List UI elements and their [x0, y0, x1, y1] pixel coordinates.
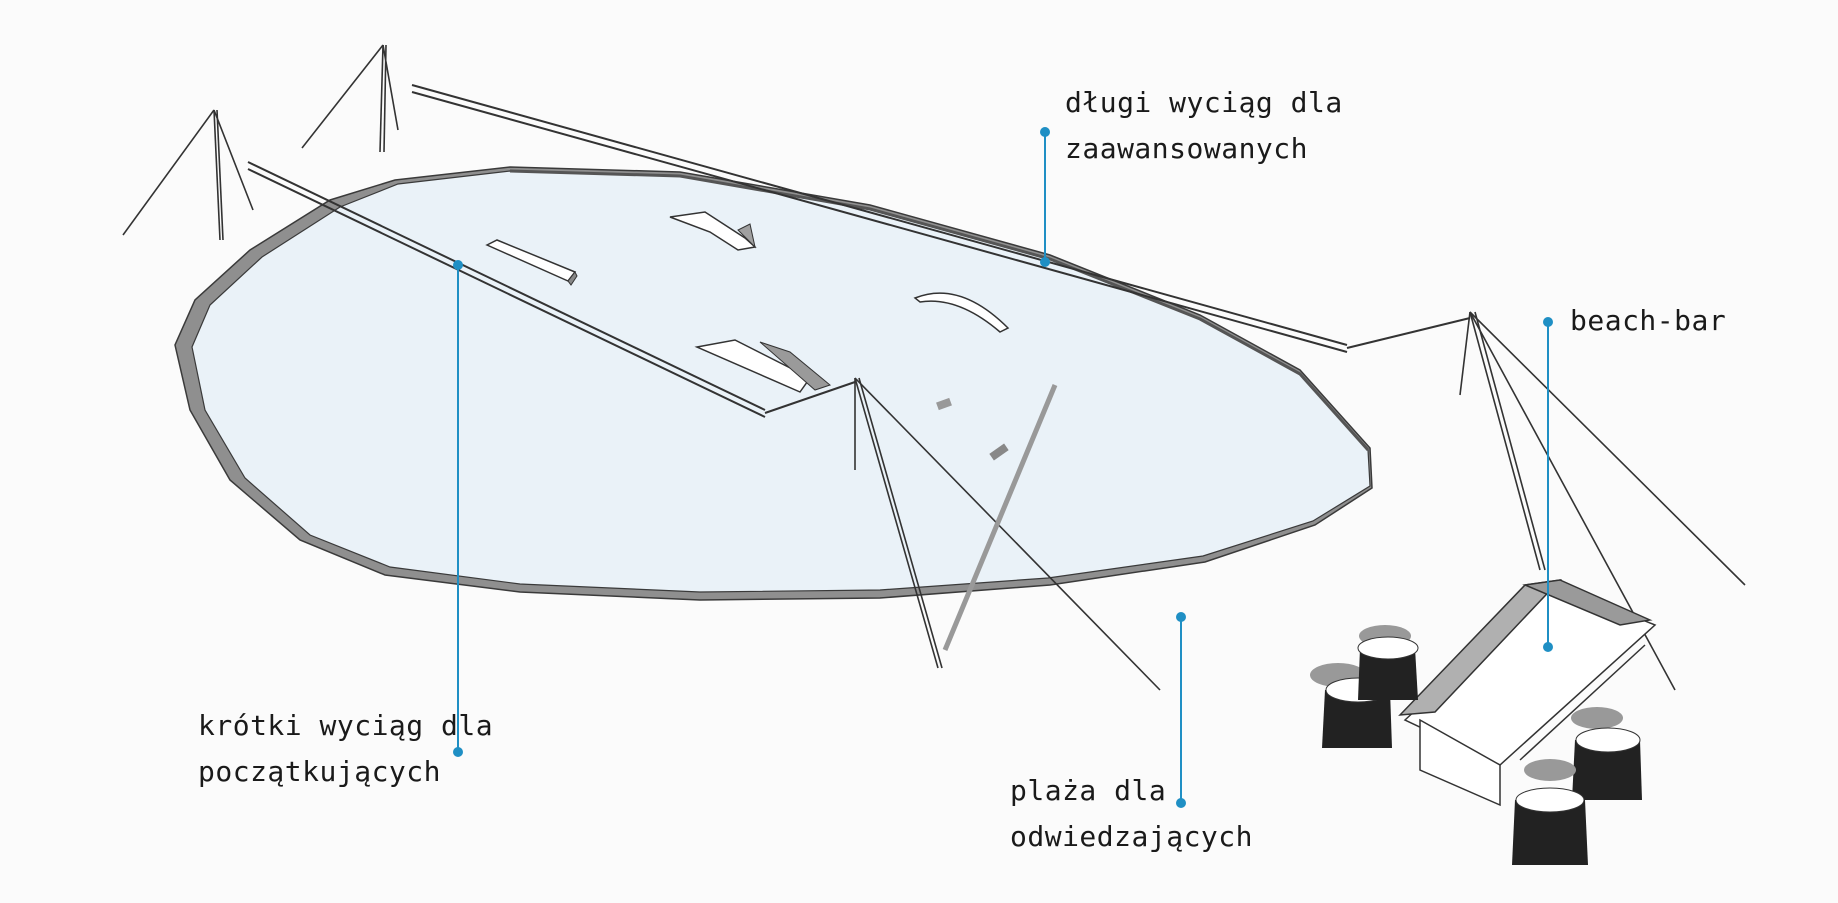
label-visitor-beach: plaża dla odwiedzających	[1010, 768, 1253, 860]
short-lift-cable	[247, 161, 856, 418]
mast-1	[301, 44, 399, 153]
obstacle-rail-1	[485, 239, 578, 286]
label-long-lift-line2: zaawansowanych	[1065, 132, 1309, 165]
obstacle-kicker-1	[669, 211, 757, 251]
umbrella-table-4	[1512, 759, 1588, 865]
label-beach-bar-line1: beach-bar	[1570, 304, 1727, 337]
obstacle-small-2	[989, 443, 1009, 461]
label-visitor-beach-line2: odwiedzających	[1010, 820, 1254, 853]
label-short-lift-line2: początkujących	[198, 755, 442, 788]
label-short-lift-line1: krótki wyciąg dla	[198, 709, 494, 742]
label-beach-bar: beach-bar	[1570, 298, 1726, 344]
label-short-lift: krótki wyciąg dla początkujących	[198, 703, 493, 795]
obstacle-ramp-2	[694, 339, 832, 393]
umbrella-table-3	[1571, 707, 1642, 800]
mast-3	[854, 377, 1161, 691]
leader-short-lift	[453, 260, 463, 757]
lake-rim	[509, 169, 1370, 452]
leader-beach-bar	[1543, 317, 1553, 652]
leader-visitor-beach	[1176, 612, 1186, 808]
long-lift-cable	[411, 84, 1471, 353]
obstacle-small-1	[936, 397, 952, 411]
label-visitor-beach-line1: plaża dla	[1010, 774, 1167, 807]
umbrella-table-2	[1357, 625, 1419, 700]
label-long-lift-line1: długi wyciąg dla	[1065, 86, 1343, 119]
leader-long-lift	[1040, 127, 1050, 267]
mast-2	[122, 109, 254, 241]
beach-bar-building	[1398, 578, 1657, 807]
label-long-lift: długi wyciąg dla zaawansowanych	[1065, 80, 1343, 172]
obstacle-arch	[913, 292, 1010, 333]
